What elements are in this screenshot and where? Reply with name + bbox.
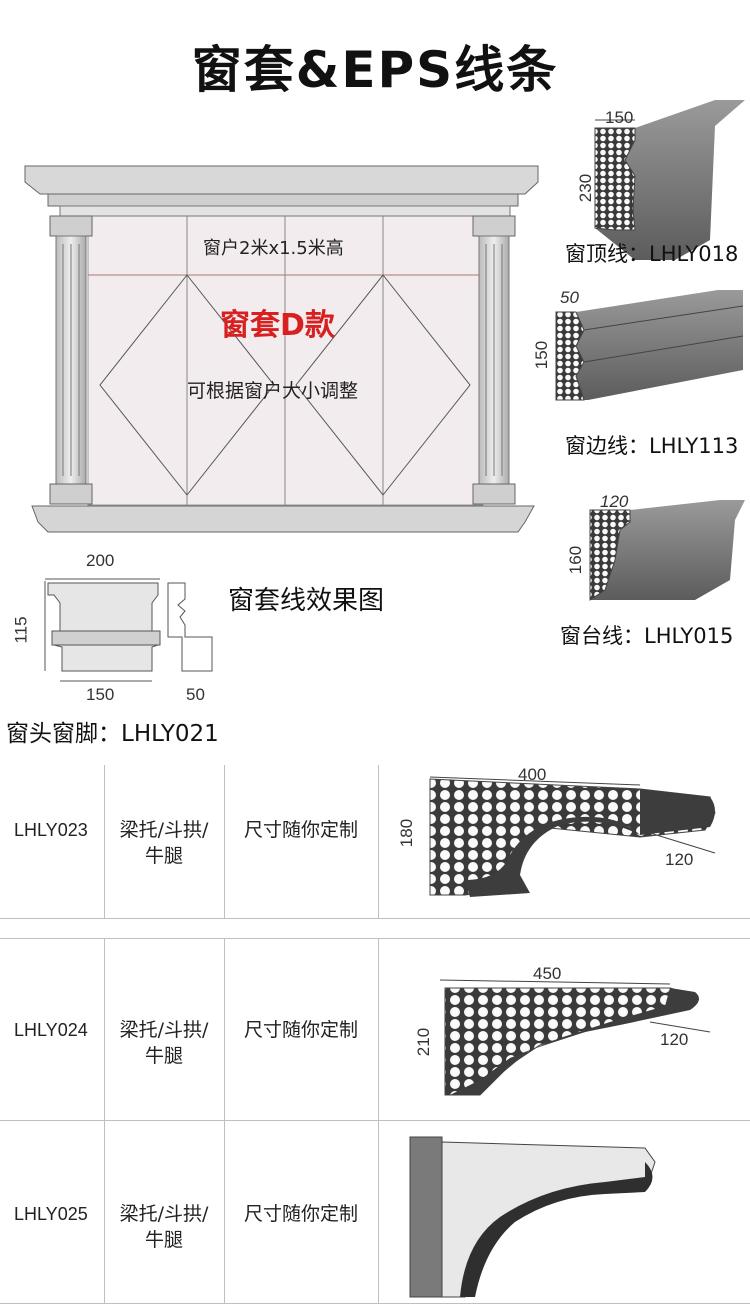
table-col-line	[224, 765, 225, 918]
row-type: 梁托/斗拱/牛腿	[119, 819, 209, 867]
dim-lhly024-d: 120	[660, 1030, 689, 1049]
dim-head-left: 115	[11, 616, 31, 644]
profile-lhly018-drawing	[575, 100, 745, 260]
head-foot-drawing	[40, 575, 220, 685]
caption-lhly113: 窗边线：LHLY113	[565, 434, 739, 458]
caption-lhly018: 窗顶线：LHLY018	[565, 242, 739, 266]
table-col-line	[224, 938, 225, 1303]
dim-lhly023-d: 120	[665, 850, 694, 869]
dim-lhly018-h: 230	[576, 173, 596, 203]
dim-lhly024-len: 450	[533, 964, 562, 983]
table-col-line	[104, 765, 105, 918]
table-row: LHLY024 梁托/斗拱/牛腿 尺寸随你定制 450 210 120	[0, 940, 750, 1120]
caption-lhly015: 窗台线：LHLY015	[560, 624, 734, 648]
table-divider	[0, 938, 750, 939]
dim-lhly018-w: 150	[605, 108, 634, 127]
dim-lhly015-w: 120	[600, 492, 629, 511]
table-col-line	[378, 938, 379, 1303]
row-code: LHLY023	[14, 820, 88, 840]
bracket-lhly024-drawing	[439, 979, 711, 1096]
row-type: 梁托/斗拱/牛腿	[119, 1019, 209, 1067]
row-note: 尺寸随你定制	[243, 1203, 358, 1225]
dim-lhly023-len: 400	[518, 765, 547, 784]
row-note: 尺寸随你定制	[243, 819, 358, 841]
row-code: LHLY025	[14, 1204, 88, 1224]
effect-caption: 窗套线效果图	[228, 586, 385, 616]
window-adjust-text: 可根据窗户大小调整	[187, 380, 359, 402]
dim-head-bottom: 150	[86, 685, 115, 704]
table-divider	[0, 1120, 750, 1121]
dim-head-side: 50	[186, 685, 205, 704]
row-note: 尺寸随你定制	[243, 1019, 358, 1041]
table-divider	[0, 1303, 750, 1304]
profile-lhly015-drawing	[585, 500, 745, 610]
dim-head-top: 200	[86, 551, 115, 570]
table-row: LHLY025 梁托/斗拱/牛腿 尺寸随你定制	[0, 1122, 750, 1302]
window-model-text: 窗套D款	[220, 308, 335, 343]
bracket-lhly025-drawing	[409, 1136, 656, 1298]
table-col-line	[378, 765, 379, 918]
dim-lhly024-h: 210	[414, 1027, 434, 1057]
table-col-line	[104, 938, 105, 1303]
dim-lhly023-h: 180	[397, 818, 417, 848]
page-title: 窗套&EPS线条	[191, 41, 559, 99]
window-size-text: 窗户2米x1.5米高	[203, 238, 344, 259]
bracket-lhly023-drawing	[429, 776, 716, 897]
head-foot-caption: 窗头窗脚：LHLY021	[6, 721, 219, 747]
row-code: LHLY024	[14, 1020, 88, 1040]
window-surround-illustration	[20, 160, 545, 550]
dim-lhly015-h: 160	[566, 545, 586, 575]
profile-lhly113-drawing	[548, 290, 748, 410]
dim-lhly113-h: 150	[532, 340, 552, 370]
table-divider	[0, 918, 750, 919]
table-row: LHLY023 梁托/斗拱/牛腿 尺寸随你定制 400 180 120	[0, 765, 750, 918]
row-type: 梁托/斗拱/牛腿	[119, 1203, 209, 1251]
dim-lhly113-w: 50	[560, 288, 579, 307]
